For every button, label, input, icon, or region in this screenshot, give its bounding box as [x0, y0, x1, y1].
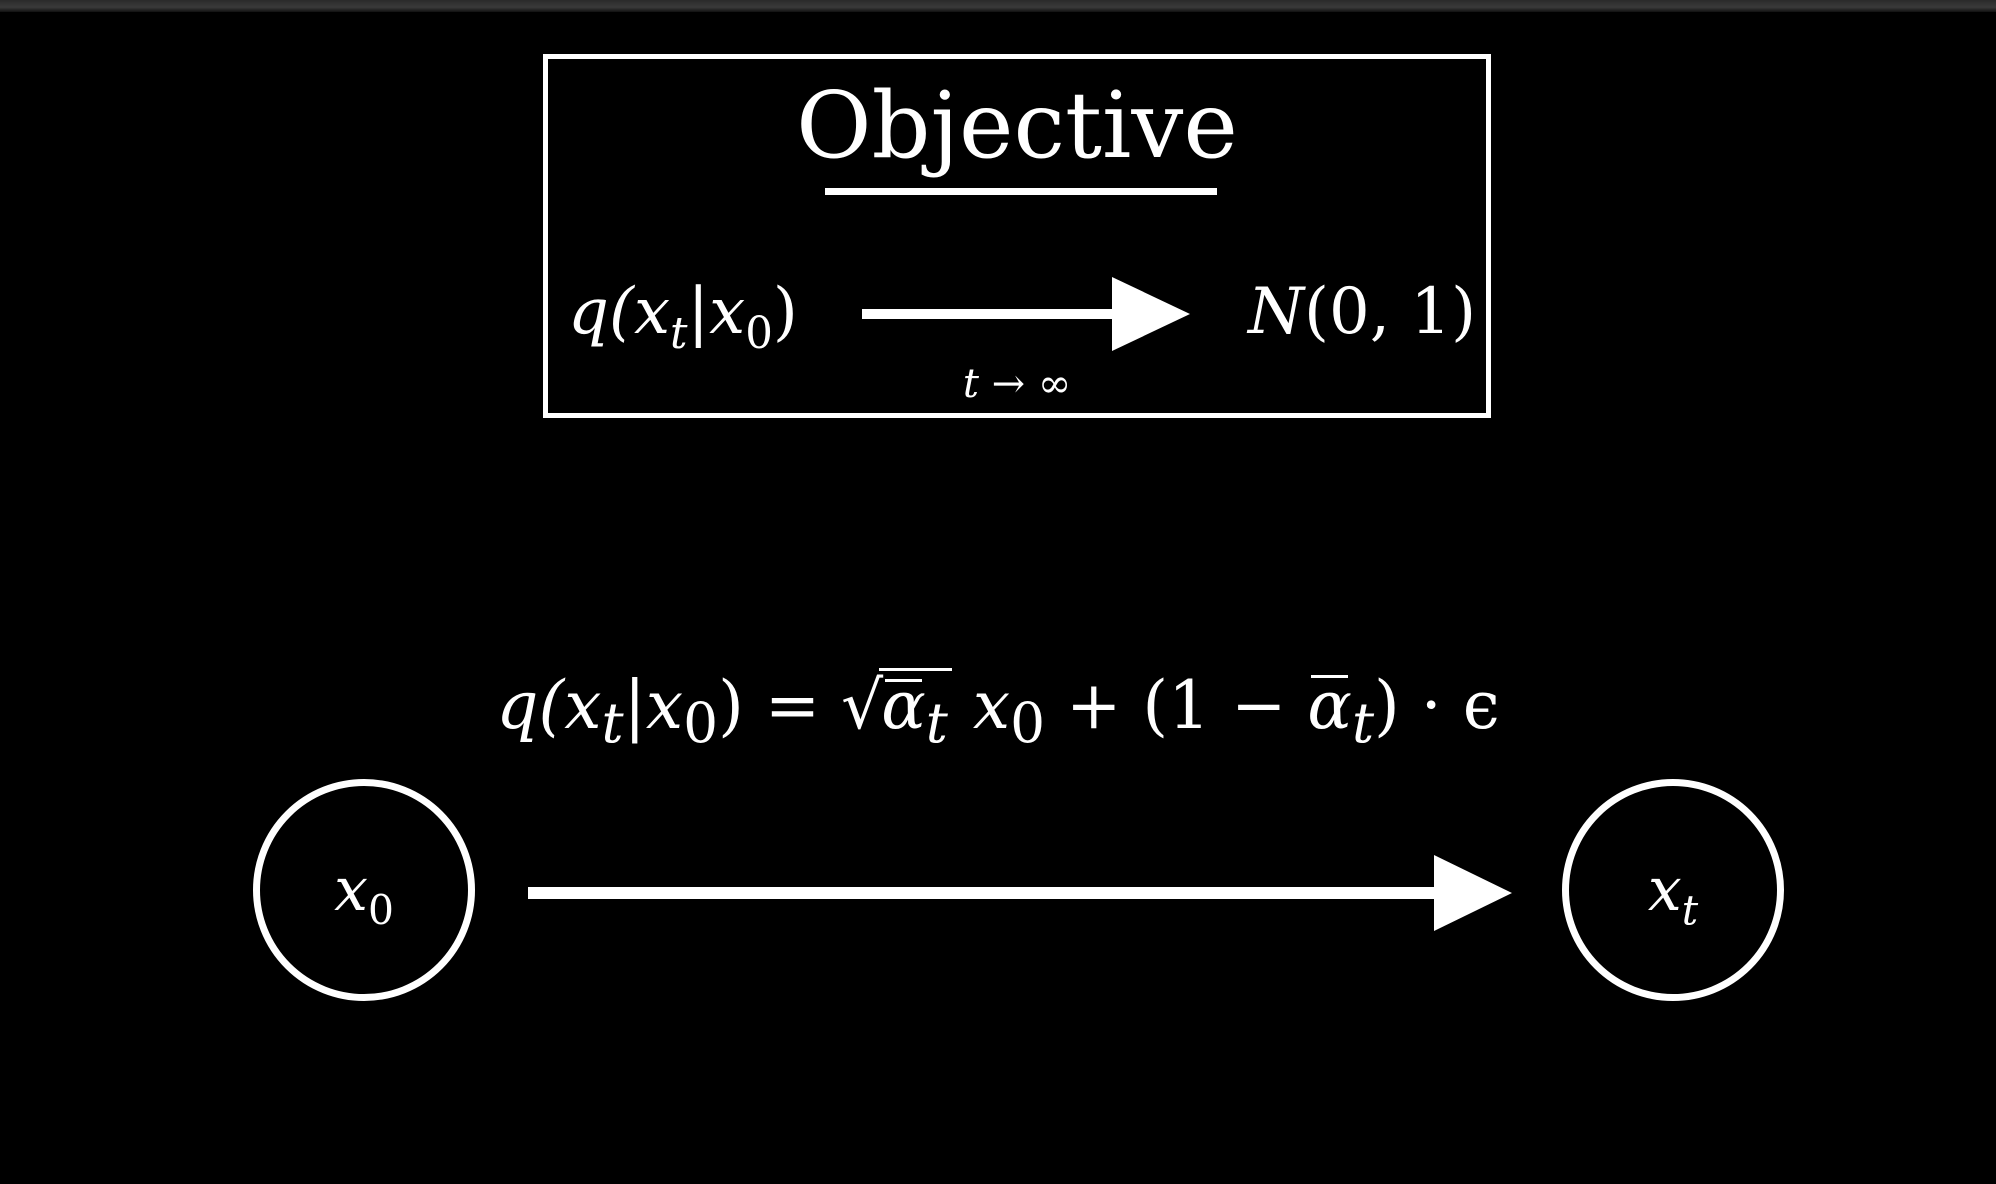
- f-alpha2: α: [1307, 667, 1352, 744]
- node-xt-label: xt: [1647, 855, 1699, 935]
- limit-text: t → ∞: [962, 361, 1072, 407]
- objective-arrow: [862, 277, 1190, 351]
- slide-canvas: Objective q(xt|x0) N(0, 1) t → ∞ q(xt|x0…: [0, 12, 1996, 1184]
- normal-args: (0, 1): [1304, 275, 1477, 349]
- f-alpha-sub: t: [925, 691, 948, 756]
- lhs-fn: q(: [568, 275, 634, 349]
- f-space-x0-sub: 0: [1010, 691, 1046, 756]
- lhs-x0-sub: 0: [745, 309, 773, 360]
- objective-title: Objective: [796, 72, 1238, 179]
- lhs-bar: |: [687, 275, 710, 349]
- window-top-bar: [0, 0, 1996, 12]
- f-x0: x: [645, 667, 684, 744]
- f-alpha: α: [881, 667, 926, 744]
- f-xt: x: [564, 667, 602, 744]
- title-underline: [825, 188, 1217, 195]
- f-q-close: ): [718, 667, 744, 744]
- limit-label: t → ∞: [548, 361, 1486, 407]
- f-alpha2-sub: t: [1351, 691, 1375, 756]
- f-x0-sub: 0: [683, 691, 719, 756]
- f-tail: ) · ϵ: [1374, 667, 1500, 744]
- transition-arrow-head: [1434, 855, 1512, 931]
- f-sqrt-sign: √: [841, 667, 884, 744]
- lhs-x: x: [633, 275, 671, 349]
- objective-box: Objective q(xt|x0) N(0, 1) t → ∞: [543, 54, 1491, 418]
- objective-arrow-shaft: [862, 309, 1117, 319]
- node-xt: xt: [1562, 779, 1784, 1001]
- transition-arrow-shaft: [528, 887, 1440, 899]
- node-x0: x0: [253, 779, 475, 1001]
- lhs-close: ): [772, 275, 798, 349]
- objective-rhs-expression: N(0, 1): [1248, 275, 1476, 349]
- node-x0-label: x0: [334, 855, 394, 935]
- objective-lhs-expression: q(xt|x0): [568, 275, 798, 356]
- objective-arrow-head: [1112, 277, 1190, 351]
- f-q-open: q(: [496, 667, 565, 744]
- f-equals: =: [743, 667, 842, 744]
- forward-process-formula: q(xt|x0) = √αt x0 + (1 − αt) · ϵ: [0, 667, 1996, 755]
- transition-arrow: [528, 855, 1512, 931]
- f-space-x0: x: [951, 667, 1011, 744]
- lhs-x-sub: t: [670, 309, 688, 360]
- normal-symbol: N: [1248, 275, 1304, 349]
- f-sqrt: √αt: [841, 667, 952, 753]
- f-plus: + (1 −: [1045, 667, 1308, 744]
- lhs-x0: x: [709, 275, 746, 349]
- f-xt-sub: t: [601, 691, 624, 756]
- f-given: |: [623, 667, 646, 744]
